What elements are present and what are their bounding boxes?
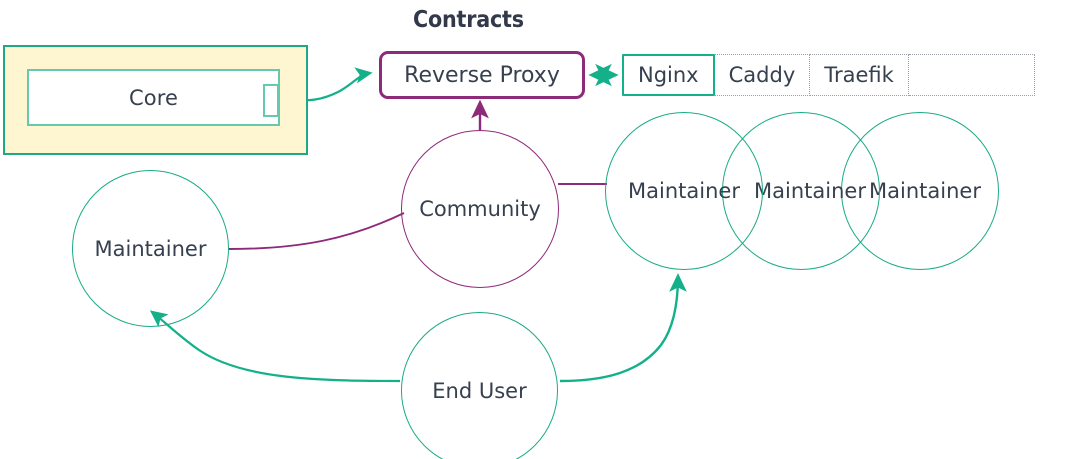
option-label-nginx: Nginx [638,63,699,87]
actor-label-maintainer-3: Maintainer [869,179,981,203]
edge-maintainer-left-to-community [228,212,405,250]
actor-label-maintainer-left: Maintainer [94,236,207,261]
reverse-proxy-label: Reverse Proxy [404,62,560,88]
contracts-title: Contracts [413,7,524,33]
option-label-traefik: Traefik [824,63,894,87]
core-package[interactable]: Core [3,45,308,155]
option-cell-traefik[interactable]: Traefik [810,54,909,96]
actor-label-community: Community [419,197,541,221]
edge-end-user-to-maintainer-1 [559,273,687,383]
actor-label-maintainer-2: Maintainer [754,179,866,203]
actor-maintainer-1[interactable]: Maintainer [605,112,763,270]
option-label-caddy: Caddy [728,63,796,87]
actor-maintainer-left[interactable]: Maintainer [72,170,229,327]
core-port-handle[interactable] [263,84,279,117]
core-component[interactable]: Core [27,69,280,126]
proxy-options-table: Nginx Caddy Traefik [622,54,1035,96]
option-cell-nginx[interactable]: Nginx [622,54,715,96]
actor-end-user[interactable]: End User [401,312,558,459]
edge-end-user-to-maintainer-left [149,310,401,383]
actor-label-maintainer-1: Maintainer [628,179,740,203]
reverse-proxy-node[interactable]: Reverse Proxy [379,51,585,99]
actor-community[interactable]: Community [401,130,559,288]
core-label: Core [128,85,178,110]
option-cell-empty[interactable] [908,54,1035,96]
actor-label-end-user: End User [432,378,527,403]
option-cell-caddy[interactable]: Caddy [714,54,811,96]
